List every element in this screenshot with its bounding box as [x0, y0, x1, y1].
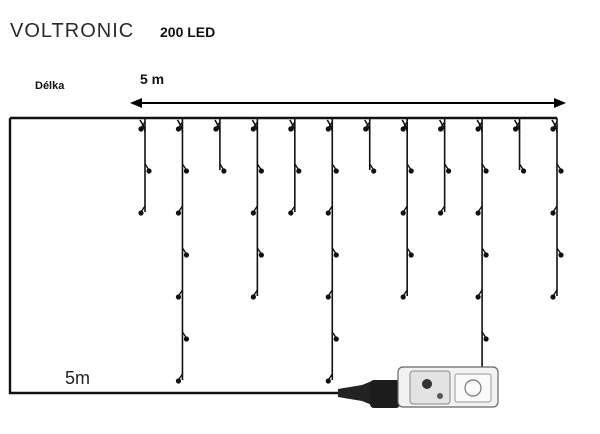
led-bulb-icon [250, 294, 256, 300]
strand-hook [401, 119, 408, 133]
led-bulb-icon [400, 210, 406, 216]
led-bulb-icon [175, 378, 182, 384]
led-bulb-icon [400, 294, 406, 300]
led-bulb-icon [408, 168, 414, 174]
led-bulb-icon [438, 210, 444, 216]
led-bulb-icon [446, 168, 452, 174]
led-bulb-icon [558, 168, 564, 174]
led-bulb-icon [550, 210, 556, 216]
led-bulb-icon [475, 210, 481, 216]
controller-logo-icon [464, 379, 482, 397]
controller-button-icon [422, 379, 432, 389]
led-bulb-icon [520, 168, 527, 174]
icicle-strands [138, 118, 564, 384]
strand-hook [551, 119, 558, 133]
length-label: Délka [35, 80, 65, 92]
top-length-label: 5 m [140, 71, 165, 87]
led-bulb-icon [221, 168, 227, 174]
led-bulb-icon [138, 126, 144, 132]
strand-hook [289, 119, 296, 133]
led-bulb-icon [371, 168, 377, 174]
led-bulb-icon [175, 210, 182, 216]
led-bulb-icon [288, 126, 294, 132]
led-bulb-icon [325, 378, 331, 384]
led-bulb-icon [400, 126, 406, 132]
feed-length-label: 5m [65, 368, 91, 388]
led-bulb-icon [213, 126, 219, 132]
led-bulb-icon [183, 252, 190, 258]
led-bulb-icon [138, 210, 144, 216]
led-bulb-icon [363, 126, 369, 132]
led-bulb-icon [550, 294, 556, 300]
led-bulb-icon [408, 252, 414, 258]
strand-hook [214, 119, 221, 133]
strand-hook [476, 119, 483, 133]
led-bulb-icon [258, 168, 264, 174]
power-controller [338, 366, 499, 408]
led-bulb-icon [175, 294, 182, 300]
controller-led-icon [437, 393, 443, 399]
led-bulb-icon [475, 126, 481, 132]
led-bulb-icon [550, 126, 556, 132]
led-bulb-icon [258, 252, 264, 258]
led-bulb-icon [175, 126, 182, 132]
led-bulb-icon [250, 210, 256, 216]
led-bulb-icon [558, 252, 564, 258]
led-count-label: 200 LED [160, 24, 216, 40]
cable-plug-icon [338, 381, 372, 405]
led-bulb-icon [325, 210, 331, 216]
brand-title: VOLTRONIC [10, 20, 135, 42]
main-cable [8, 116, 557, 395]
led-bulb-icon [333, 336, 339, 342]
strand-hook [438, 119, 446, 133]
led-bulb-icon [250, 126, 256, 132]
led-bulb-icon [325, 126, 331, 132]
led-bulb-icon [333, 252, 339, 258]
led-bulb-icon [438, 126, 444, 132]
led-bulb-icon [475, 294, 481, 300]
strand-hook [251, 119, 259, 133]
controller-label-sticker [454, 373, 492, 403]
strand-hook [139, 119, 146, 133]
led-bulb-icon [483, 168, 489, 174]
led-bulb-icon [483, 252, 489, 258]
led-bulb-icon [333, 168, 339, 174]
length-dimension-arrow [130, 98, 566, 108]
led-bulb-icon [325, 294, 331, 300]
strand-hook [326, 119, 334, 133]
led-bulb-icon [512, 126, 519, 132]
connector-icon [370, 380, 400, 408]
led-bulb-icon [483, 336, 489, 342]
led-bulb-icon [183, 336, 190, 342]
strand-hook [513, 119, 521, 133]
led-bulb-icon [288, 210, 294, 216]
strand-hook [176, 119, 184, 133]
led-bulb-icon [296, 168, 302, 174]
led-bulb-icon [183, 168, 190, 174]
strand-hook [364, 119, 371, 133]
led-bulb-icon [146, 168, 152, 174]
